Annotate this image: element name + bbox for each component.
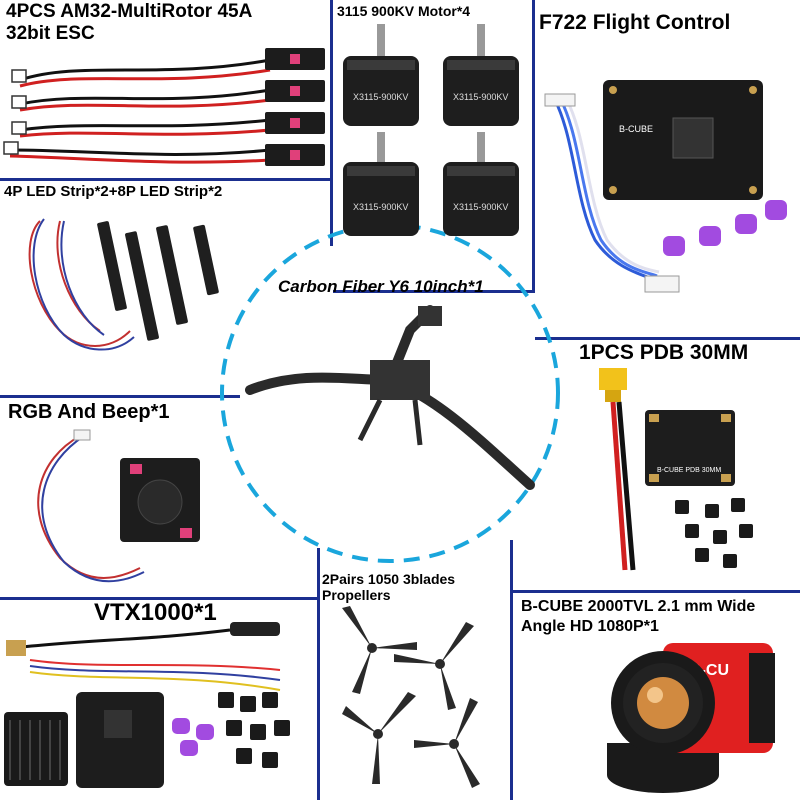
vtx-standoffs bbox=[218, 692, 290, 768]
fc-image: B-CUBE bbox=[544, 80, 787, 293]
led-wires bbox=[28, 218, 135, 351]
esc-title-line1: 4PCS AM32-MultiRotor 45A bbox=[6, 1, 253, 22]
vtx-title: VTX1000*1 bbox=[94, 599, 217, 626]
motor-bottom-right: X3115-900KV bbox=[443, 132, 519, 236]
motor-top-right: X3115-900KV bbox=[443, 24, 519, 126]
led-strips bbox=[97, 221, 219, 341]
divider-props-left bbox=[317, 548, 320, 800]
esc-wires bbox=[9, 58, 271, 164]
esc-boards bbox=[265, 48, 325, 166]
esc-image bbox=[3, 48, 325, 166]
prop-3 bbox=[342, 692, 416, 784]
props-title-line1: 2Pairs 1050 3blades bbox=[322, 571, 456, 587]
pdb-xt60 bbox=[599, 368, 627, 402]
prop-1 bbox=[342, 606, 417, 694]
fc-panel: F722 Flight Control B-CUBE bbox=[535, 0, 800, 337]
led-title: 4P LED Strip*2+8P LED Strip*2 bbox=[4, 183, 223, 200]
motor-bottom-left: X3115-900KV bbox=[343, 132, 419, 236]
camera-title-line1: B-CUBE 2000TVL 2.1 mm Wide bbox=[521, 598, 756, 615]
divider-vtx-top bbox=[0, 597, 318, 600]
frame-title: Carbon Fiber Y6 10inch*1 bbox=[278, 277, 484, 296]
fc-grommets bbox=[663, 200, 787, 256]
svg-text:X3115-900KV: X3115-900KV bbox=[453, 92, 508, 102]
led-panel: 4P LED Strip*2+8P LED Strip*2 bbox=[0, 181, 330, 395]
vtx-grommets bbox=[172, 718, 214, 756]
pdb-standoffs bbox=[675, 498, 753, 568]
fc-cable bbox=[544, 93, 680, 293]
divider-left-col-right bbox=[330, 0, 333, 246]
led-image bbox=[28, 218, 219, 351]
svg-text:X3115-900KV: X3115-900KV bbox=[353, 202, 408, 212]
prop-2 bbox=[394, 622, 474, 710]
vtx-panel: VTX1000*1 bbox=[0, 600, 317, 800]
pdb-panel: 1PCS PDB 30MM B-CUBE PDB 30MM bbox=[535, 340, 800, 590]
camera-lens bbox=[611, 651, 715, 755]
divider-motor-right bbox=[532, 0, 535, 292]
divider-top-left-bottom bbox=[0, 178, 330, 181]
divider-camera-top bbox=[513, 590, 800, 593]
camera-image: B-CU bbox=[607, 643, 775, 793]
svg-text:X3115-900KV: X3115-900KV bbox=[453, 202, 508, 212]
motor-image: X3115-900KV X3115-900KV X3115-900KV X311… bbox=[343, 24, 519, 236]
camera-title-line2: Angle HD 1080P*1 bbox=[521, 618, 659, 635]
rgb-title: RGB And Beep*1 bbox=[8, 401, 170, 423]
prop-4 bbox=[414, 698, 480, 788]
esc-connectors bbox=[3, 69, 27, 155]
motor-top-left: X3115-900KV bbox=[343, 24, 419, 126]
motor-panel: 3115 900KV Motor*4 X3115-900KV X3115-900… bbox=[333, 0, 532, 290]
svg-text:X3115-900KV: X3115-900KV bbox=[353, 92, 408, 102]
esc-panel: 4PCS AM32-MultiRotor 45A 32bit ESC bbox=[0, 0, 330, 178]
fc-board: B-CUBE bbox=[603, 80, 763, 200]
divider-pdb-top bbox=[535, 337, 800, 340]
pdb-title: 1PCS PDB 30MM bbox=[579, 341, 749, 364]
svg-text:B-CUBE PDB 30MM: B-CUBE PDB 30MM bbox=[657, 467, 721, 474]
pdb-board: B-CUBE PDB 30MM bbox=[645, 410, 735, 486]
rgb-panel: RGB And Beep*1 bbox=[0, 398, 240, 597]
frame-panel: Carbon Fiber Y6 10inch*1 bbox=[240, 270, 540, 520]
props-image bbox=[342, 606, 480, 788]
frame-image bbox=[245, 305, 535, 490]
vtx-board bbox=[76, 692, 164, 788]
motor-title: 3115 900KV Motor*4 bbox=[337, 3, 471, 19]
rgb-image bbox=[37, 429, 200, 583]
esc-title-line2: 32bit ESC bbox=[6, 23, 95, 44]
vtx-heatsink bbox=[4, 712, 68, 786]
divider-props-right bbox=[510, 540, 513, 800]
fc-title: F722 Flight Control bbox=[539, 11, 731, 34]
svg-text:B-CUBE: B-CUBE bbox=[619, 124, 653, 134]
divider-led-bottom bbox=[0, 395, 240, 398]
props-panel: 2Pairs 1050 3blades Propellers bbox=[320, 548, 510, 800]
props-title-line2: Propellers bbox=[322, 587, 391, 603]
pdb-image: B-CUBE PDB 30MM bbox=[599, 368, 753, 571]
camera-panel: B-CUBE 2000TVL 2.1 mm Wide Angle HD 1080… bbox=[513, 593, 800, 800]
vtx-image bbox=[4, 622, 290, 788]
